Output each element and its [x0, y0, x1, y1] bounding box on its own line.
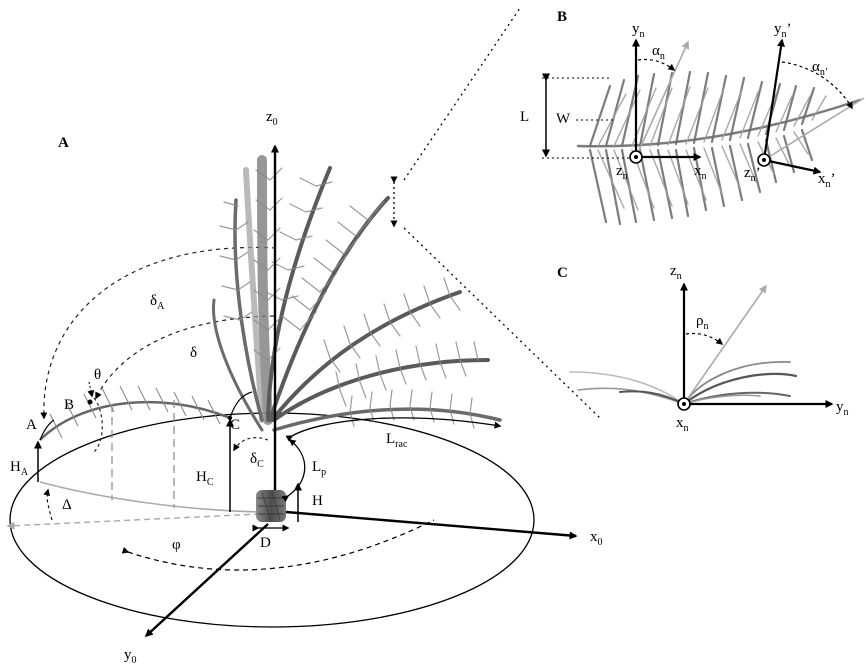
- panel-c-graphics: [569, 282, 834, 411]
- point-b-label: B: [64, 397, 75, 413]
- cap-delta-label: Δ: [62, 497, 72, 513]
- l-rac-arc: [285, 417, 502, 442]
- h-c-label: HC: [196, 469, 214, 488]
- h-label: H: [312, 493, 323, 509]
- palm-crown: [211, 155, 502, 432]
- h-a-label: HA: [10, 459, 29, 478]
- delta-a-arc: [40, 246, 277, 420]
- zn-origin-marker: [629, 150, 643, 164]
- alpha-n-prime-label: αn’: [812, 59, 829, 78]
- point-a-label: A: [26, 417, 37, 433]
- leaf-height-drops: [111, 400, 175, 508]
- theta-label: θ: [94, 367, 102, 383]
- yn-label-c: yn: [836, 399, 849, 418]
- delta-a-label: δA: [150, 293, 165, 312]
- l-p-arc: [281, 439, 306, 503]
- alpha-n-label: αn: [652, 43, 665, 62]
- xn-prime-axis: [763, 158, 822, 175]
- xn-label-c: xn: [676, 415, 689, 434]
- inset-connector-bottom: [403, 227, 601, 419]
- theta-tick: [87, 381, 95, 398]
- x0-axis: [285, 510, 578, 540]
- panel-a-graphics: [6, 7, 601, 638]
- panel-c-label: C: [557, 265, 568, 281]
- point-d-label: D: [260, 535, 271, 551]
- theta-arc: [93, 397, 103, 453]
- panel-b-graphics: [542, 38, 865, 226]
- yn-prime-label: yn’: [774, 21, 792, 40]
- alpha-n-prime-arc: [781, 61, 853, 110]
- leaf-ground-projection: [39, 481, 261, 513]
- leaflet-direction-n: [635, 40, 689, 158]
- y0-axis: [144, 523, 269, 638]
- alpha-n-arc: [637, 58, 676, 71]
- delta-reference-line: [6, 513, 261, 530]
- leaflet-profile-lines: [569, 361, 798, 406]
- delta-c-arc: [233, 437, 269, 452]
- delta-label: δ: [190, 345, 198, 361]
- phi-label: φ: [172, 537, 181, 553]
- l-p-label: Lp: [312, 459, 327, 478]
- yn-prime-axis: [762, 38, 785, 161]
- inset-connector-top: [403, 7, 521, 181]
- sample-leaf: [39, 385, 253, 441]
- l-rac-label: Lrac: [386, 431, 408, 450]
- leaflet-direction-c: [683, 284, 767, 405]
- xn-label-b: xn: [694, 163, 707, 182]
- point-b-dot: [87, 399, 93, 405]
- trunk-base: [256, 490, 286, 522]
- leaf-petiole-line: [229, 391, 253, 419]
- yn-label-b: yn: [632, 21, 645, 40]
- point-c-label: C: [230, 417, 241, 433]
- zn-prime-label: zn’: [744, 165, 761, 184]
- rho-n-label: ρn: [696, 313, 709, 332]
- delta-c-label: δC: [250, 451, 264, 470]
- cap-delta-arc: [43, 488, 53, 521]
- leaf-section: [576, 70, 862, 226]
- zn-label-b: zn: [616, 163, 628, 182]
- l-label: L: [520, 109, 530, 125]
- y0-axis-label: y0: [124, 647, 137, 666]
- panel-b-label: B: [557, 9, 568, 25]
- phi-arc: [121, 519, 435, 571]
- panel-a-label: A: [58, 135, 69, 151]
- rho-n-arc: [685, 332, 724, 345]
- xn-prime-label: xn’: [818, 171, 836, 190]
- w-label: W: [556, 111, 571, 127]
- z0-axis-label: z0: [266, 109, 278, 128]
- xn-origin-marker-c: [677, 397, 691, 411]
- x0-axis-label: x0: [590, 529, 603, 548]
- zn-label-c: zn: [670, 263, 682, 282]
- zn-prime-origin-marker: [757, 153, 771, 167]
- leaf-rachis-line: [39, 419, 55, 441]
- leaflet-direction-n-prime: [763, 97, 865, 161]
